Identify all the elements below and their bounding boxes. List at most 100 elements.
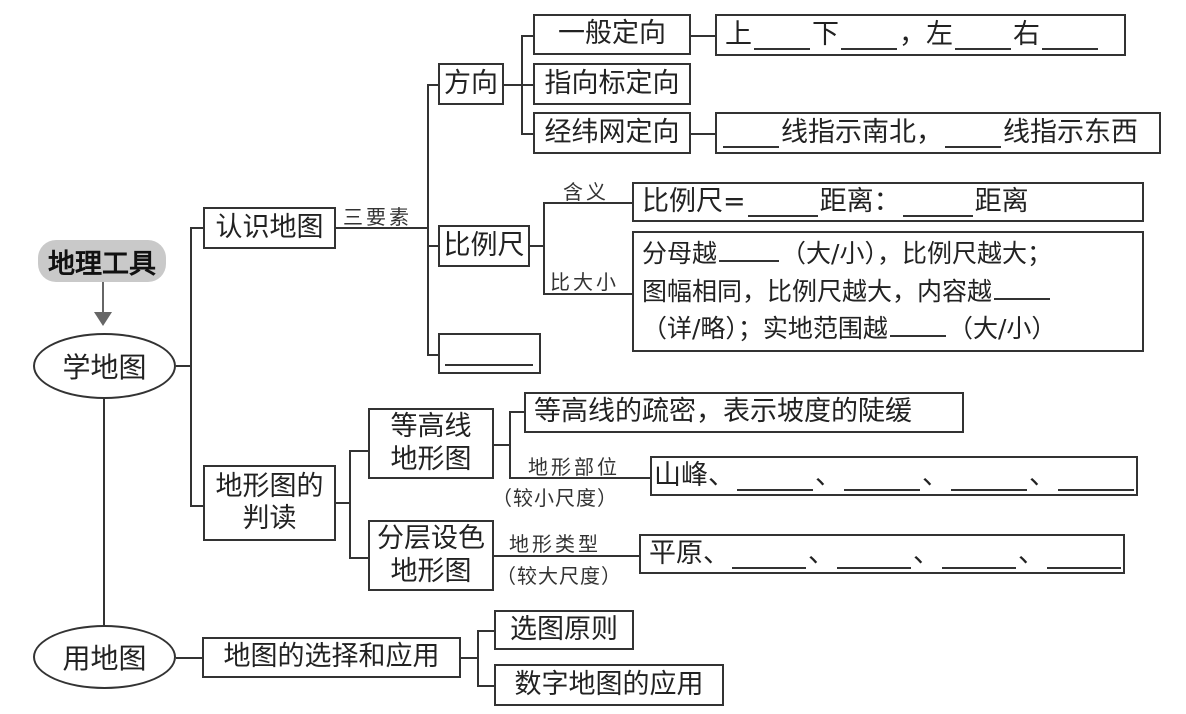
title-text: 地理工具 [48,248,156,280]
fill-right: 右 [1013,18,1040,50]
connector [349,450,351,558]
connector [190,227,192,506]
compass-orientation-box[interactable]: 指向标定向 [533,63,691,105]
blank-field[interactable] [951,462,1027,491]
connector [509,411,525,413]
parts-label: 地形部位 [528,455,620,479]
separator: 、 [815,459,842,491]
scale-label: 比例尺 [443,229,525,261]
contour-label: 等高线 [390,411,472,443]
scale-compare-box[interactable]: 分母越（大/小），比例尺越大； 图幅相同，比例尺越大，内容越 （详/略）；实地范… [632,231,1144,352]
blank-field[interactable] [844,462,920,491]
blank-field[interactable] [754,21,810,50]
connector [477,685,495,687]
connector [691,133,716,135]
map-select-apply-box[interactable]: 地图的选择和应用 [202,637,461,678]
blank-field[interactable] [902,188,973,217]
connector [543,293,633,295]
connector [427,245,439,247]
terrain-reading-box[interactable]: 地形图的 判读 [203,465,336,541]
blank-field[interactable] [747,188,818,217]
third-element-blank-box[interactable] [438,333,541,374]
root-use-label: 用地图 [62,642,147,675]
terrain-label: 地形图的 [215,470,324,502]
connector [336,502,350,504]
blank-field[interactable] [737,462,813,491]
connector [494,555,640,557]
digital-map-box[interactable]: 数字地图的应用 [494,664,724,706]
general-orientation-label: 一般定向 [558,18,666,50]
connector [477,630,495,632]
layered-label: 地形图 [390,555,472,587]
types-first: 平原、 [649,537,730,569]
connector [190,505,204,507]
connector [461,657,478,659]
contour-map-box[interactable]: 等高线 地形图 [368,408,494,479]
layered-color-map-box[interactable]: 分层设色 地形图 [368,520,494,591]
connector [530,245,544,247]
blank-field[interactable] [994,273,1051,300]
connector [190,227,204,229]
meaning-label: 含义 [563,180,609,204]
blank-field[interactable] [945,119,1001,148]
grid-orientation-label: 经纬网定向 [544,116,680,148]
connector [427,84,429,355]
types-sub-label: （较大尺度） [496,564,622,588]
blank-field[interactable] [719,235,780,263]
types-label: 地形类型 [509,532,601,556]
direction-box[interactable]: 方向 [438,63,504,105]
scale-box[interactable]: 比例尺 [438,225,530,267]
meaning-text: 比例尺= [642,185,746,217]
scale-meaning-box[interactable]: 比例尺= 距离： 距离 [632,182,1144,222]
blank-field[interactable] [1058,462,1134,491]
connector [504,84,522,86]
arrow-shaft [102,282,104,318]
compare-label: 比大小 [550,270,619,294]
separator: 、 [1018,537,1045,569]
connector [349,557,369,559]
blank-field[interactable] [841,21,897,50]
root-use-map[interactable]: 用地图 [33,625,176,689]
meaning-text: 距离 [974,185,1029,217]
blank-field[interactable] [445,337,533,366]
root-link-line [103,399,105,625]
grid-orientation-box[interactable]: 经纬网定向 [533,112,691,154]
separator: 、 [1029,459,1056,491]
density-box[interactable]: 等高线的疏密，表示坡度的陡缓 [524,392,964,433]
know-map-box[interactable]: 认识地图 [203,207,336,249]
blank-field[interactable] [889,310,946,338]
compare-line: 图幅相同，比例尺越大，内容越 [634,273,1052,311]
connector [509,411,511,478]
blank-field[interactable] [955,21,1011,50]
map-select-apply-label: 地图的选择和应用 [223,641,440,673]
landform-parts-box[interactable]: 山峰、 、 、 、 [650,456,1138,496]
connector [521,35,534,37]
blank-field[interactable] [1042,21,1098,50]
parts-first: 山峰、 [654,459,735,491]
root-learn-label: 学地图 [62,351,147,384]
separator: 、 [922,459,949,491]
blank-field[interactable] [942,540,1016,569]
compare-line: 分母越（大/小），比例尺越大； [634,235,1052,273]
grid-fill-box[interactable]: 线指示南北， 线指示东西 [715,112,1161,154]
blank-field[interactable] [732,540,806,569]
connector [427,354,439,356]
landform-types-box[interactable]: 平原、 、 、 、 [639,534,1125,574]
contour-label: 地形图 [390,443,472,475]
blank-field[interactable] [1047,540,1121,569]
terrain-label: 判读 [242,503,297,534]
general-orientation-box[interactable]: 一般定向 [533,14,691,55]
separator: 、 [808,537,835,569]
general-fill-box[interactable]: 上 下 ，左 右 [715,14,1126,56]
blank-field[interactable] [723,119,779,148]
blank-field[interactable] [837,540,911,569]
separator: 、 [913,537,940,569]
root-learn-map[interactable]: 学地图 [33,333,176,399]
grid-fill-text: 线指示东西 [1003,116,1138,148]
connector [521,133,534,135]
density-text: 等高线的疏密，表示坡度的陡缓 [534,396,912,428]
connector [427,84,439,86]
connector [691,35,716,37]
connector [543,202,633,204]
selection-principle-box[interactable]: 选图原则 [494,610,634,650]
